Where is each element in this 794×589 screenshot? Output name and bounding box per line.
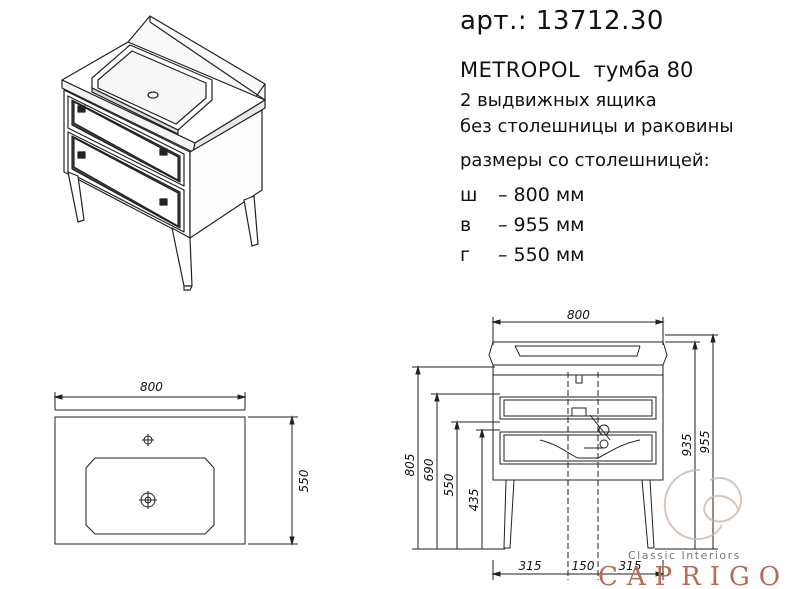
bottom-label-center: 150 bbox=[572, 559, 595, 573]
height-label-955: 955 bbox=[698, 431, 712, 454]
height-label-435: 435 bbox=[467, 489, 481, 512]
dimension-height: в – 955 мм bbox=[460, 214, 585, 236]
dimension-depth: г – 550 мм bbox=[460, 244, 585, 266]
brand-subtitle: Classic Interiors bbox=[628, 549, 741, 562]
dimensions-title: размеры со столешницей: bbox=[460, 150, 710, 171]
height-label-805: 805 bbox=[403, 454, 417, 477]
model-name: METROPOL bbox=[460, 58, 581, 82]
isometric-view bbox=[61, 15, 266, 291]
height-label-690: 690 bbox=[422, 458, 436, 481]
model-type: тумба 80 bbox=[593, 58, 694, 82]
dimension-key: в bbox=[460, 214, 472, 236]
dimension-value: – 955 мм bbox=[498, 214, 585, 236]
brand-logo-icon bbox=[663, 469, 742, 540]
dimension-key: г bbox=[460, 244, 470, 266]
description-line-1: 2 выдвижных ящика bbox=[460, 90, 657, 111]
height-label-935: 935 bbox=[680, 434, 694, 457]
article-number: арт.: 13712.30 bbox=[460, 6, 664, 36]
dimension-width: ш – 800 мм bbox=[460, 184, 585, 206]
description-line-2: без столешницы и раковины bbox=[460, 116, 734, 137]
front-view bbox=[412, 317, 718, 580]
top-width-label: 800 bbox=[140, 380, 163, 394]
top-depth-label: 550 bbox=[297, 469, 311, 492]
top-view bbox=[53, 392, 298, 546]
bottom-label-right: 315 bbox=[619, 559, 642, 573]
dimension-value: – 550 мм bbox=[498, 244, 585, 266]
dimension-key: ш bbox=[460, 184, 478, 206]
height-label-550: 550 bbox=[442, 473, 456, 496]
bottom-label-left: 315 bbox=[519, 559, 542, 573]
brand-name: CAPRIGO bbox=[598, 562, 789, 589]
model-title: METROPOL тумба 80 bbox=[460, 58, 693, 82]
front-width-label: 800 bbox=[567, 308, 590, 322]
dimension-value: – 800 мм bbox=[498, 184, 585, 206]
